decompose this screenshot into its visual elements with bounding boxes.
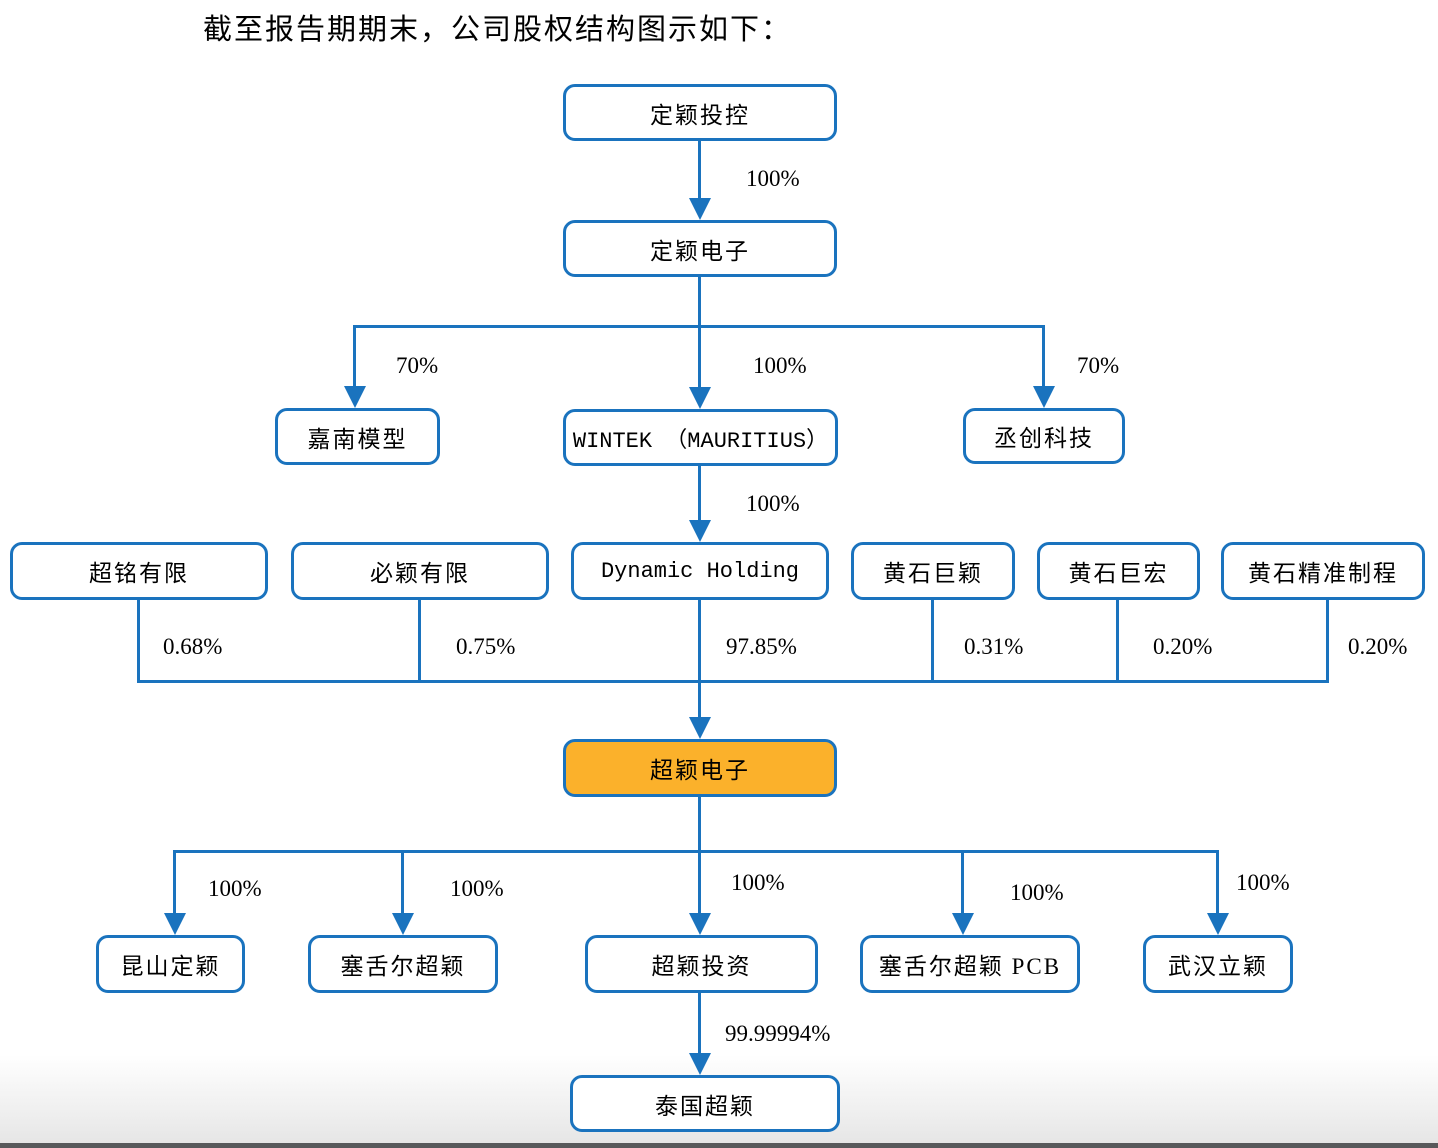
connector-line	[931, 600, 934, 683]
connector-line	[698, 680, 701, 720]
node-seychelles-chaoying: 塞舌尔超颖	[308, 935, 498, 993]
connector-line	[698, 141, 701, 201]
connector-line	[1216, 850, 1219, 916]
node-chaoying-electronics: 超颖电子	[563, 739, 837, 797]
pct-to-kunshan: 100%	[208, 876, 262, 901]
arrow-down-icon	[689, 1053, 711, 1075]
arrow-down-icon	[1033, 386, 1055, 408]
arrow-down-icon	[1207, 913, 1229, 935]
node-huangshi-precision-process: 黄石精准制程	[1221, 542, 1425, 600]
pct-juhong-share: 0.20%	[1153, 634, 1213, 659]
pct-juying-share: 0.31%	[964, 634, 1024, 659]
node-biying-limited: 必颖有限	[291, 542, 549, 600]
pct-to-investment: 100%	[731, 870, 785, 895]
connector-line	[1326, 600, 1329, 683]
connector-line	[173, 850, 1219, 853]
node-wintek-mauritius: WINTEK （MAURITIUS）	[563, 409, 838, 466]
pct-biying-share: 0.75%	[456, 634, 516, 659]
node-thailand-chaoying: 泰国超颖	[570, 1075, 840, 1132]
node-chengchuang-technology: 丞创科技	[963, 408, 1125, 464]
arrow-down-icon	[689, 717, 711, 739]
pct-wintek-to-dynamic: 100%	[746, 491, 800, 516]
pct-to-wintek: 100%	[753, 353, 807, 378]
page-title: 截至报告期期末，公司股权结构图示如下：	[203, 14, 793, 46]
node-dynamic-holding: Dynamic Holding	[571, 542, 829, 600]
node-seychelles-chaoying-pcb: 塞舌尔超颖 PCB	[860, 935, 1080, 993]
node-wuhan-liying: 武汉立颖	[1143, 935, 1293, 993]
node-dingying-investment-holding: 定颖投控	[563, 84, 837, 141]
connector-line	[698, 277, 701, 327]
connector-line	[353, 325, 356, 388]
pct-to-chengchuang: 70%	[1077, 353, 1120, 378]
connector-line	[961, 850, 964, 916]
node-huangshi-juying: 黄石巨颖	[851, 542, 1015, 600]
connector-line	[698, 600, 701, 683]
connector-line	[137, 680, 1329, 683]
connector-line	[698, 850, 701, 916]
arrow-down-icon	[164, 913, 186, 935]
pct-to-wuhan: 100%	[1236, 870, 1290, 895]
arrow-down-icon	[689, 520, 711, 542]
pct-holding-to-electronics: 100%	[746, 166, 800, 191]
pct-precision-share: 0.20%	[1348, 634, 1408, 659]
connector-line	[173, 850, 176, 916]
pct-investment-to-thailand: 99.99994%	[725, 1021, 831, 1046]
node-jianan-model: 嘉南模型	[275, 408, 440, 465]
node-kunshan-dingying: 昆山定颖	[96, 935, 245, 993]
arrow-down-icon	[689, 198, 711, 220]
node-chaoming-limited: 超铭有限	[10, 542, 268, 600]
connector-line	[698, 325, 701, 388]
connector-line	[698, 466, 701, 522]
pct-to-seychelles: 100%	[450, 876, 504, 901]
arrow-down-icon	[952, 913, 974, 935]
connector-line	[1116, 600, 1119, 683]
pct-chaoming-share: 0.68%	[163, 634, 223, 659]
pct-to-seychelles-pcb: 100%	[1010, 880, 1064, 905]
arrow-down-icon	[392, 913, 414, 935]
node-dingying-electronics: 定颖电子	[563, 220, 837, 277]
page-edge-bar	[0, 1143, 1438, 1148]
pct-to-jianan-model: 70%	[396, 353, 439, 378]
connector-line	[137, 600, 140, 683]
connector-line	[418, 600, 421, 683]
connector-line	[698, 797, 701, 853]
connector-line	[401, 850, 404, 916]
pct-dynamic-share: 97.85%	[726, 634, 797, 659]
connector-line	[1042, 325, 1045, 388]
arrow-down-icon	[344, 386, 366, 408]
node-huangshi-juhong: 黄石巨宏	[1037, 542, 1200, 600]
arrow-down-icon	[689, 913, 711, 935]
arrow-down-icon	[689, 387, 711, 409]
connector-line	[698, 993, 701, 1056]
node-chaoying-investment: 超颖投资	[585, 935, 818, 993]
